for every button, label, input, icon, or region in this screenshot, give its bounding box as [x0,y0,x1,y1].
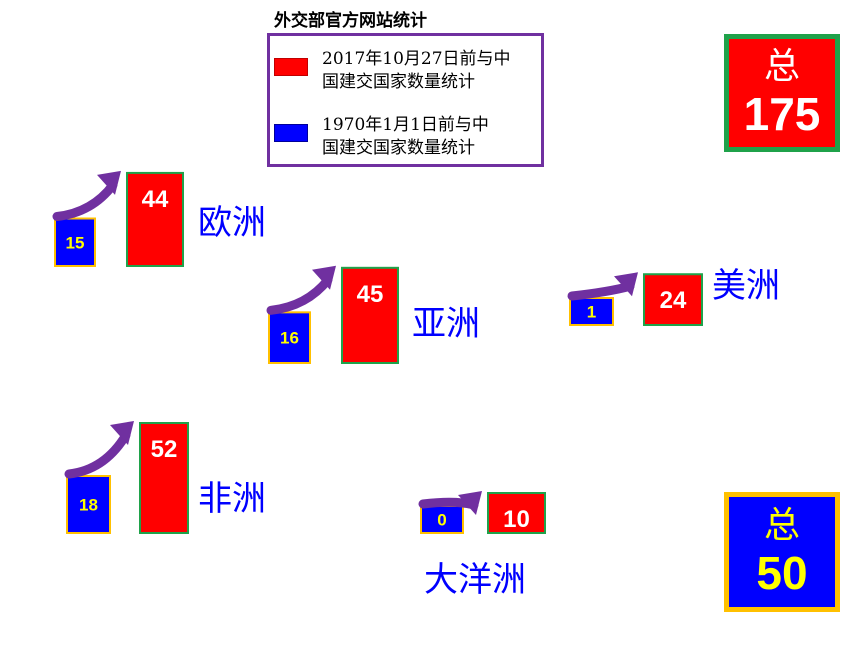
category-label-3: 非洲 [198,479,266,519]
total-1970-value: 50 [756,547,808,599]
bar-2017-0 [126,171,184,267]
legend-label-2017-line2: 国建交国家数量统计 [322,72,475,92]
bar-2017-label-2: 24 [660,287,687,314]
bar-2017-2 [643,273,703,327]
category-group-0: 44 15 欧洲 [52,170,266,267]
bar-2017-label-3: 52 [151,436,178,463]
bar-1970-label-1: 16 [280,329,299,348]
total-2017-box: 总 175 [724,34,840,152]
legend-label-1970-line1: 1970年1月1日前与中 [322,115,489,135]
growth-arrow-3 [64,430,131,479]
bar-2017-1 [341,266,399,364]
growth-arrowhead-3 [110,421,134,445]
growth-arrowhead-0 [97,170,121,195]
category-label-4: 大洋洲 [424,560,526,600]
growth-arrow-2 [567,281,635,301]
bar-2017-label-1: 45 [357,281,384,308]
legend-label-1970: 1970年1月1日前与中 国建交国家数量统计 [322,114,546,160]
legend: 2017年10月27日前与中 国建交国家数量统计 1970年1月1日前与中 国建… [267,33,544,167]
legend-label-2017-line1: 2017年10月27日前与中 [322,49,511,69]
bar-2017-label-0: 44 [142,186,169,213]
bar-2017-4 [487,492,546,534]
bar-1970-3 [66,475,111,534]
bar-1970-1 [268,311,311,365]
total-2017-label: 总 [763,46,800,87]
bar-1970-label-0: 15 [66,233,85,252]
bar-2017-3 [139,422,189,534]
category-label-0: 欧洲 [198,203,266,243]
growth-arrow-1 [266,275,333,315]
bar-1970-label-3: 18 [79,496,98,515]
growth-arrowhead-1 [312,265,336,290]
bar-1970-label-4: 0 [437,511,446,530]
chart-title: 外交部官方网站统计 [274,11,427,31]
bar-1970-2 [569,297,614,326]
legend-label-2017: 2017年10月27日前与中 国建交国家数量统计 [322,48,546,94]
growth-arrowhead-4 [458,491,482,515]
category-group-2: 24 1 美洲 [567,266,780,327]
total-2017-value: 175 [743,88,821,140]
category-group-4: 10 0 大洋洲 [418,491,546,600]
legend-label-1970-line2: 国建交国家数量统计 [322,138,475,158]
legend-swatch-red [274,58,308,76]
growth-arrow-0 [52,180,118,221]
category-group-3: 52 18 非洲 [64,421,266,534]
category-label-2: 美洲 [712,266,780,306]
category-label-1: 亚洲 [412,304,480,344]
bar-1970-label-2: 1 [587,303,596,322]
total-1970-label: 总 [763,505,800,546]
total-1970-box: 总 50 [724,492,840,612]
bar-1970-0 [54,217,96,267]
growth-arrowhead-2 [614,272,638,297]
category-group-1: 45 16 亚洲 [266,265,480,365]
legend-swatch-blue [274,124,308,142]
bar-2017-label-4: 10 [503,506,530,533]
